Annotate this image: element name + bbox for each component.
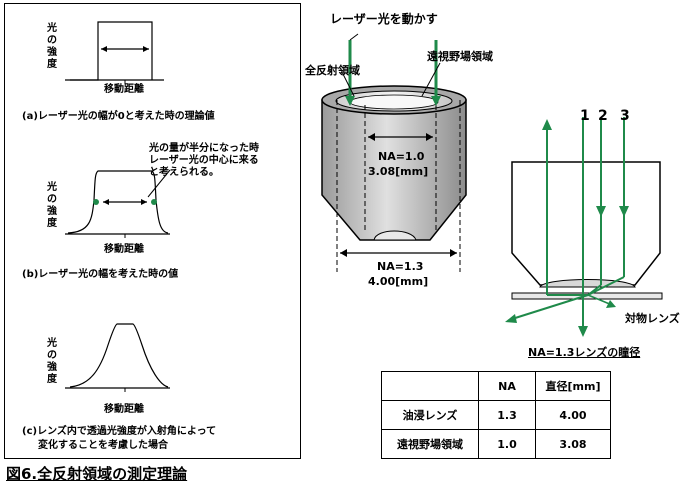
table-cell: 1.3 (478, 400, 536, 430)
half-intensity-point-right (151, 199, 157, 205)
inner-na-label: NA=1.0 (378, 150, 425, 163)
table-header-cell: 直径[mm] (535, 371, 611, 401)
note-b-line1: 光の量が半分になった時 (149, 143, 259, 154)
ray-label-1: 1 (580, 108, 590, 124)
half-intensity-point-left (93, 199, 99, 205)
caption-b: (b)レーザー光の幅を考えた時の値 (22, 269, 179, 280)
table-cell: 1.0 (478, 429, 536, 459)
theory-panel (4, 3, 301, 459)
caption-a: (a)レーザー光の幅が0と考えた時の理論値 (22, 111, 215, 122)
far-field-label: 遠視野場領域 (427, 50, 493, 63)
outer-diameter-label: 4.00[mm] (368, 275, 429, 288)
objective-diagram (505, 117, 663, 337)
table-row: 遠視野場領域 1.0 3.08 (381, 429, 611, 459)
x-axis-label-b: 移動距離 (104, 244, 144, 255)
table-header-cell (381, 371, 479, 401)
x-axis-label-a: 移動距離 (104, 84, 144, 95)
y-axis-label-c: 光の強度 (47, 338, 57, 385)
note-b-line3: と考えられる。 (149, 167, 219, 178)
table-header-row: NA 直径[mm] (381, 371, 611, 401)
note-b-line2: レーザー光の中心に来る (149, 155, 259, 166)
objective-label: 対物レンズ (625, 312, 680, 325)
inner-diameter-label: 3.08[mm] (368, 165, 429, 178)
table-cell: 4.00 (535, 400, 611, 430)
move-laser-label: レーザー光を動かす (330, 12, 438, 26)
x-axis-label-c: 移動距離 (104, 404, 144, 415)
y-axis-label-b: 光の強度 (47, 182, 57, 229)
pupil-caption: NA=1.3レンズの瞳径 (528, 346, 641, 359)
figure-title: 図6.全反射領域の測定理論 (6, 465, 188, 483)
graph-c (65, 323, 170, 392)
total-reflection-label: 全反射領域 (305, 64, 360, 77)
table-header-cell: NA (478, 371, 536, 401)
graph-b (65, 169, 171, 238)
graph-a (65, 21, 164, 84)
ray-label-3: 3 (620, 108, 630, 124)
lens-cross-section (321, 33, 467, 272)
table-cell: 3.08 (535, 429, 611, 459)
table-cell: 遠視野場領域 (381, 429, 479, 459)
outer-na-label: NA=1.3 (377, 260, 424, 273)
caption-c-line1: (c)レンズ内で透過光強度が入射角によって (22, 426, 217, 437)
table-cell: 油浸レンズ (381, 400, 479, 430)
na-diameter-table: NA 直径[mm] 油浸レンズ 1.3 4.00 遠視野場領域 1.0 3.08 (381, 371, 611, 459)
ray-label-2: 2 (598, 108, 608, 124)
caption-c-line2: 変化することを考慮した場合 (38, 440, 168, 451)
y-axis-label-a: 光の強度 (47, 23, 57, 70)
table-row: 油浸レンズ 1.3 4.00 (381, 400, 611, 430)
